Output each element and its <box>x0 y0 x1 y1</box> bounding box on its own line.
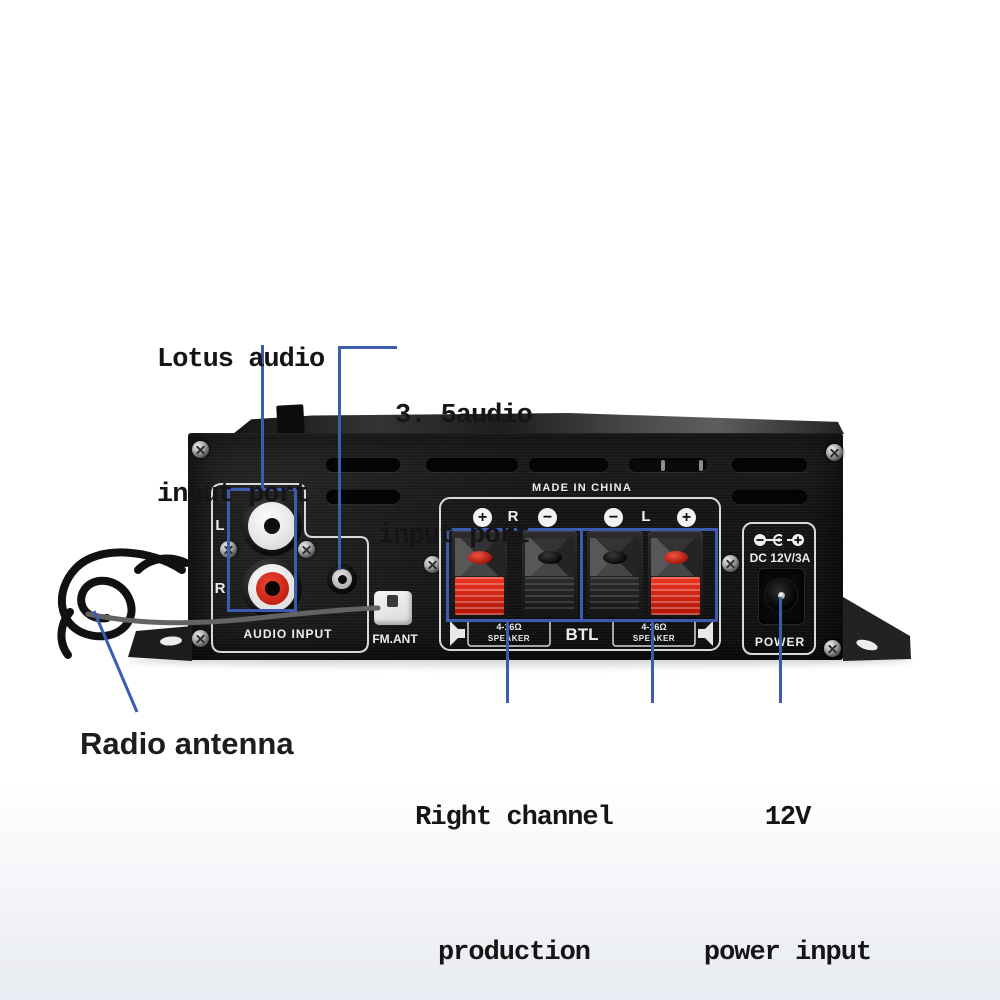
label-aux-line1: 3. 5audio <box>395 401 533 431</box>
screw <box>722 555 739 572</box>
vent-slot <box>529 458 608 472</box>
screw <box>826 444 843 461</box>
label-lotus-line1: Lotus audio <box>157 345 325 375</box>
callout-line-right-channel-2 <box>651 620 654 703</box>
vent-slot <box>426 458 518 472</box>
aux-35mm-jack <box>327 564 357 594</box>
audio-input-outline <box>211 483 369 653</box>
right-mounting-flange <box>843 597 911 661</box>
dc-rating-label: DC 12V/3A <box>749 551 811 565</box>
right-flange-hole <box>856 639 878 651</box>
label-lotus-line2: input port <box>157 480 310 510</box>
vent-slot <box>629 458 707 472</box>
vent-slot <box>326 490 400 504</box>
callout-box-divider <box>580 528 583 622</box>
callout-line-lotus <box>261 345 264 490</box>
rca-jack-left-white <box>242 496 302 556</box>
speaker-terminal-clip-red <box>452 531 507 617</box>
terminal-minus-icon: − <box>604 508 623 527</box>
vent-highlight <box>699 460 703 471</box>
label-aux-line2: input port <box>378 521 531 551</box>
screw <box>192 630 209 647</box>
speaker-terminal-clip-black <box>587 531 643 617</box>
callout-line-right-channel-1 <box>506 620 509 703</box>
label-power-input: 12V power input <box>670 706 905 1000</box>
label-aux-audio: 3. 5audio input port <box>378 316 533 636</box>
speaker-rating-text: 4-16Ω <box>613 622 695 633</box>
speaker-icon <box>698 621 713 646</box>
audio-input-label: AUDIO INPUT <box>243 627 333 641</box>
vent-highlight <box>661 460 665 471</box>
screw <box>424 556 441 573</box>
made-in-china-label: MADE IN CHINA <box>532 482 632 494</box>
label-radio-antenna: Radio antenna <box>80 726 294 761</box>
callout-line-aux-vertical <box>338 346 341 570</box>
label-lotus-audio: Lotus audio input port <box>157 248 325 608</box>
terminal-l-label: L <box>641 508 651 525</box>
speaker-terminal-clip-black <box>522 531 577 617</box>
btl-label: BTL <box>565 625 599 644</box>
dc-polarity-icon <box>754 534 804 546</box>
left-flange-hole <box>160 636 182 646</box>
terminal-r-label: R <box>507 508 519 525</box>
label-power-input-line1: 12V <box>764 803 812 833</box>
callout-line-power <box>779 597 782 703</box>
fm-ant-label: FM.ANT <box>372 632 418 646</box>
chassis-top-surface <box>233 413 844 434</box>
label-power-input-line2: power input <box>703 938 872 968</box>
vent-slot <box>732 458 807 472</box>
speaker-rating-right: 4-16Ω SPEAKER <box>613 622 695 644</box>
vent-slot <box>326 458 400 472</box>
vent-slot <box>732 490 807 504</box>
speaker-terminal-clip-red <box>648 531 703 617</box>
speaker-section-outline <box>439 497 721 651</box>
rca-left-label: L <box>215 517 225 534</box>
callout-line-aux-horizontal <box>340 346 397 349</box>
screw <box>192 441 209 458</box>
terminal-minus-icon: − <box>538 508 557 527</box>
terminal-plus-icon: + <box>473 508 492 527</box>
terminal-plus-icon: + <box>677 508 696 527</box>
label-right-channel-line1: Right channel <box>415 803 614 833</box>
screw <box>298 541 315 558</box>
label-right-channel: Right channel production <box>388 706 640 1000</box>
speaker-word-text: SPEAKER <box>632 634 676 643</box>
speaker-icon <box>450 621 465 646</box>
screw <box>824 640 841 657</box>
label-right-channel-line2: production <box>437 938 591 968</box>
background-gradient <box>0 780 1000 1000</box>
rca-right-label: R <box>214 580 226 597</box>
